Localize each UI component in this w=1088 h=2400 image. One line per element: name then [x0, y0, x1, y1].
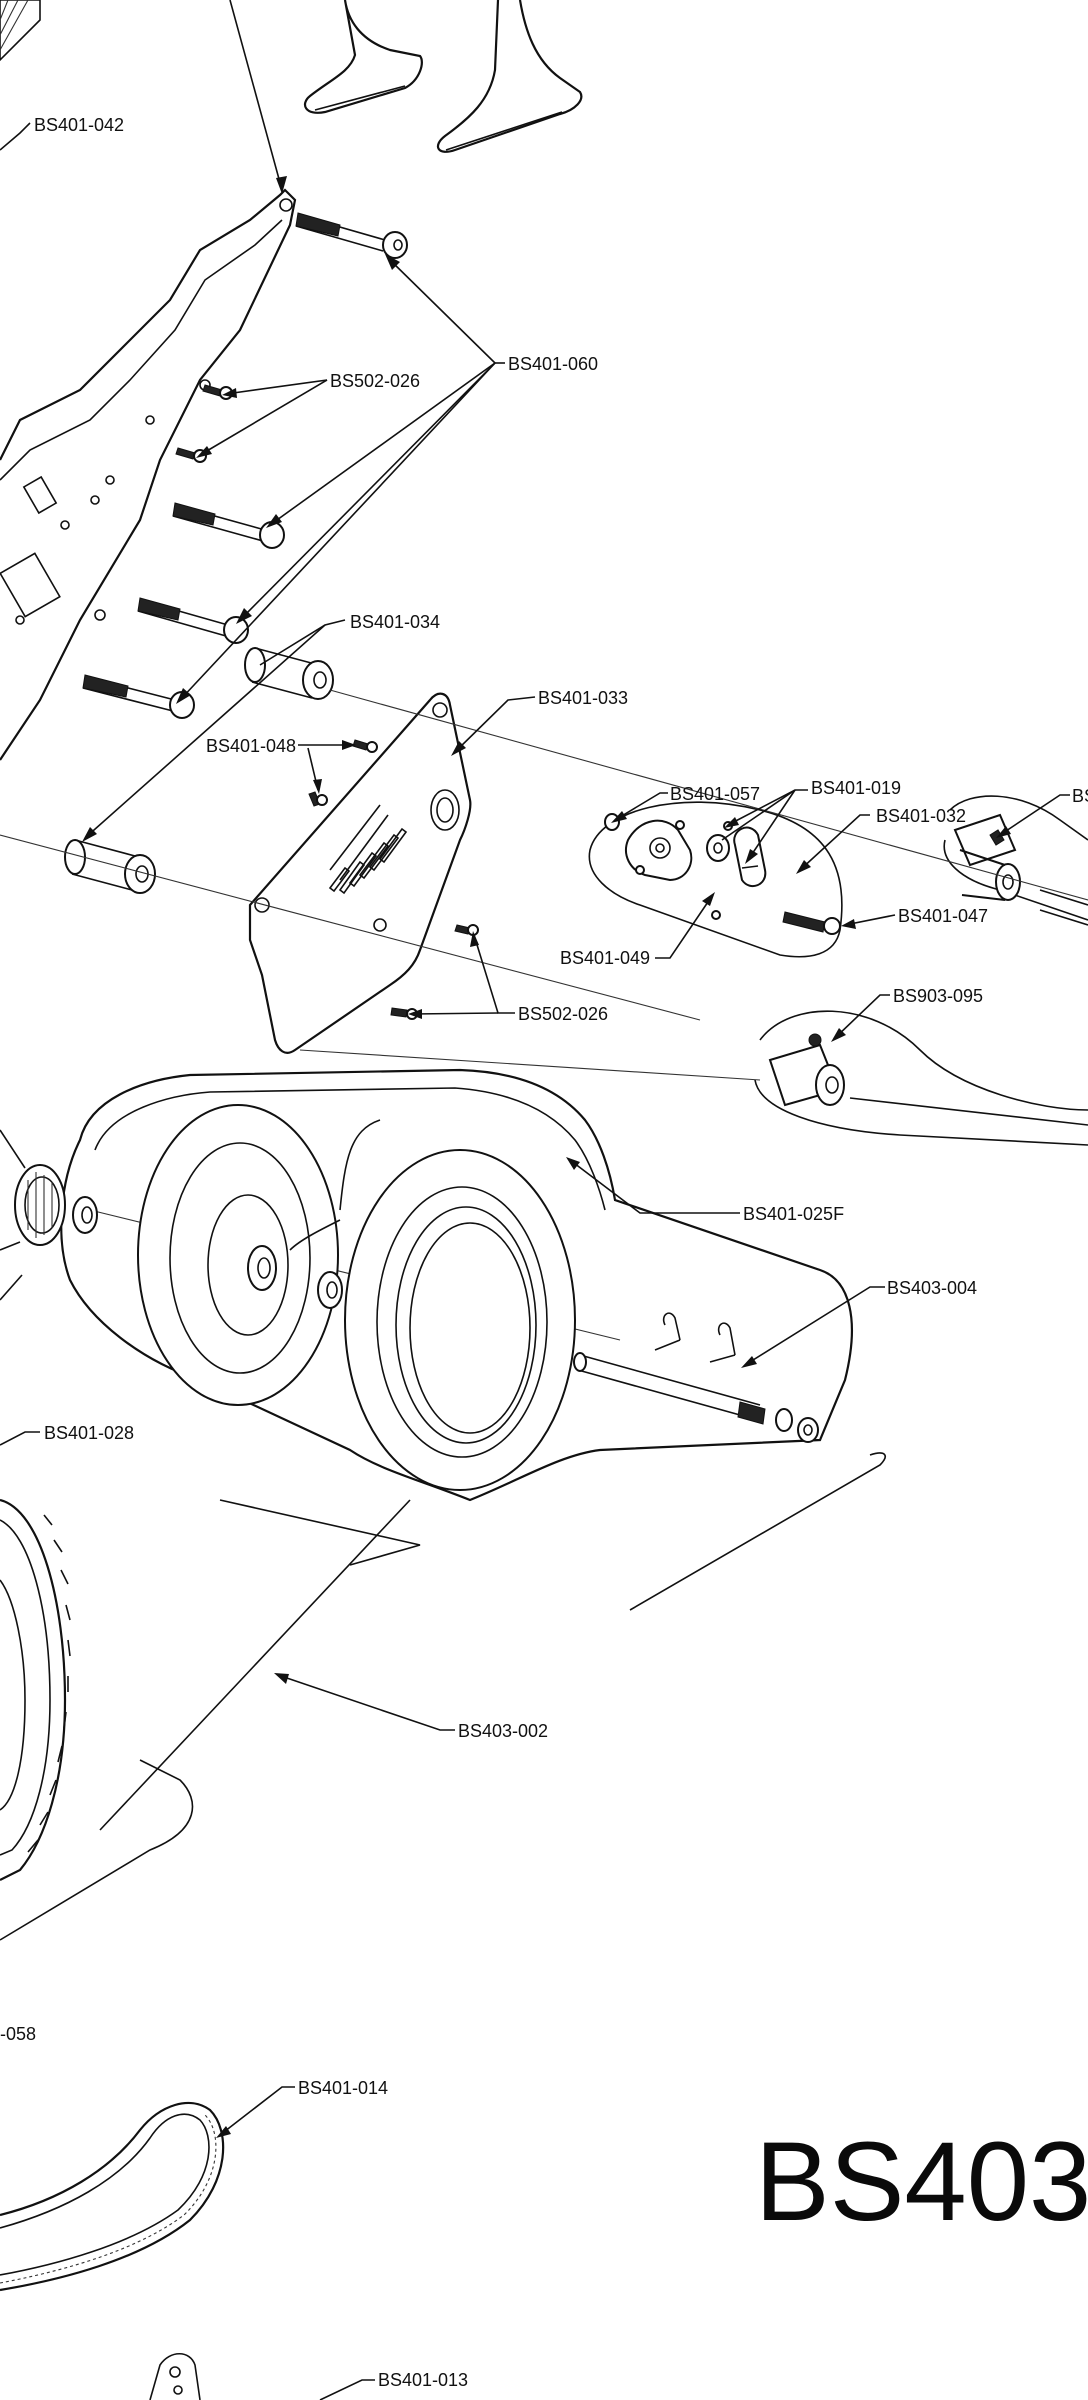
- bolt-1: [295, 212, 408, 259]
- feet-illustration: [303, 0, 583, 153]
- part-labels: BS401-042 BS401-060 BS502-026 BS401-034 …: [0, 115, 1088, 2390]
- bolt-4: [82, 674, 195, 719]
- label-bs403-004: BS403-004: [887, 1278, 977, 1298]
- vent-slots: [328, 827, 408, 895]
- bracket-assembly: [588, 801, 843, 958]
- label-bs401-047: BS401-047: [898, 906, 988, 926]
- belt-housing: [0, 1068, 853, 1502]
- label-bs401-025f: BS401-025F: [743, 1204, 844, 1224]
- label-bs401-049: BS401-049: [560, 948, 650, 968]
- plate-screws: [308, 739, 479, 1020]
- label-bs401-034: BS401-034: [350, 612, 440, 632]
- label-bs401-032: BS401-032: [876, 806, 966, 826]
- label-bs401-057: BS401-057: [670, 784, 760, 804]
- label-bs-058: -058: [0, 2024, 36, 2044]
- label-bs401-013: BS401-013: [378, 2370, 468, 2390]
- label-bs-cut: BS: [1072, 786, 1088, 806]
- label-bs401-028: BS401-028: [44, 1423, 134, 1443]
- sprocket-teeth: [27, 1514, 71, 1853]
- label-bs401-014: BS401-014: [298, 2078, 388, 2098]
- label-bs401-060: BS401-060: [508, 354, 598, 374]
- label-bs401-033: BS401-033: [538, 688, 628, 708]
- vented-plate: [248, 692, 472, 1054]
- bolt-group: [82, 212, 408, 719]
- tensioner-arm-upper: [943, 795, 1088, 926]
- chain: [0, 2101, 225, 2292]
- bolt-3: [137, 597, 249, 644]
- spacer-bottom: [64, 839, 156, 894]
- label-bs401-042: BS401-042: [34, 115, 124, 135]
- small-part-bottom: [149, 2352, 201, 2400]
- label-bs502-026-bottom: BS502-026: [518, 1004, 608, 1024]
- drawing-title: BS403/: [755, 2119, 1088, 2244]
- bolt-2: [172, 502, 285, 549]
- label-bs401-048: BS401-048: [206, 736, 296, 756]
- frame-plate: [0, 0, 297, 761]
- label-bs401-019: BS401-019: [811, 778, 901, 798]
- tensioner-arm-lower: [754, 1010, 1088, 1146]
- base-outline: [0, 1452, 886, 1941]
- label-bs403-002: BS403-002: [458, 1721, 548, 1741]
- label-bs502-026-top: BS502-026: [330, 371, 420, 391]
- spacer-top: [244, 647, 334, 700]
- large-sprocket: [0, 1498, 71, 1881]
- shaft: [573, 1312, 819, 1443]
- label-bs903-095: BS903-095: [893, 986, 983, 1006]
